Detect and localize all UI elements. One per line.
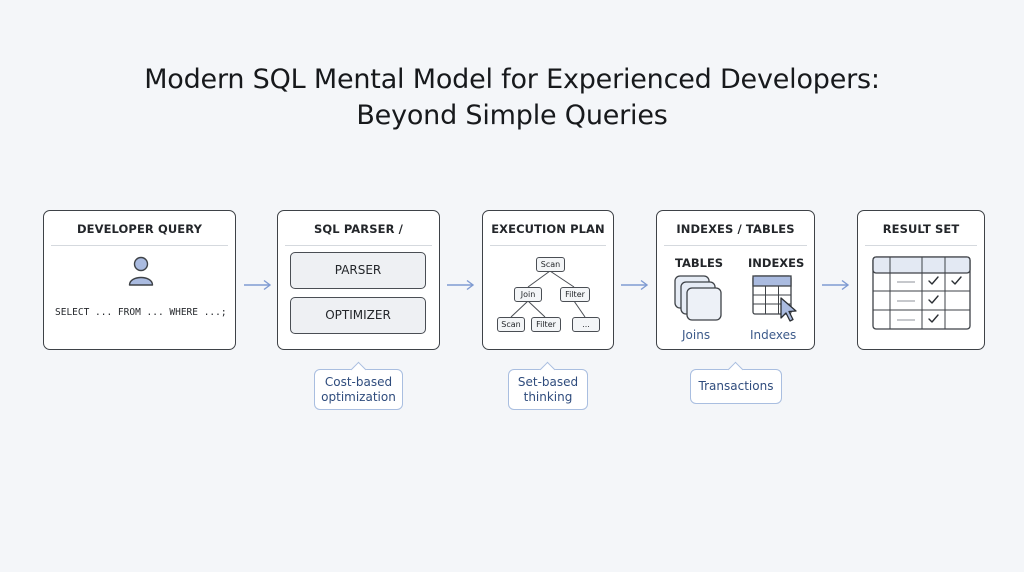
plan-node-scan-root: Scan (536, 257, 565, 272)
flow-arrow-icon (822, 279, 850, 291)
query-code: SELECT ... FROM ... WHERE ...; (55, 307, 227, 318)
developer-query-panel: DEVELOPER QUERY SELECT ... FROM ... WHER… (43, 210, 236, 350)
indexes-caption: Indexes (750, 328, 797, 342)
plan-node-scan-leaf: Scan (497, 317, 525, 332)
tables-label: TABLES (675, 256, 724, 270)
flow-arrow-icon (244, 279, 272, 291)
callout-text: Set-based thinking (517, 374, 579, 404)
transactions-callout: Transactions (690, 361, 782, 404)
plan-node-more: ... (572, 317, 600, 332)
parser-optimizer-panel: SQL PARSER / OPTIMIZER PARSER OPTIMIZER (277, 210, 440, 350)
callout-notch (727, 361, 744, 378)
panel-title: RESULT SET (865, 211, 977, 246)
plan-node-filter: Filter (560, 287, 590, 302)
title-line-1: Modern SQL Mental Model for Experienced … (144, 64, 880, 95)
title-line-2: Beyond Simple Queries (356, 100, 668, 131)
indexes-label: INDEXES (748, 256, 805, 270)
joins-caption: Joins (682, 328, 711, 342)
panel-title: SQL PARSER / OPTIMIZER (285, 211, 432, 272)
index-grid-icon (752, 275, 797, 322)
plan-tree-connectors (510, 270, 586, 318)
indexes-tables-panel: INDEXES / TABLES TABLES INDEXES Joins In… (656, 210, 815, 350)
panel-title: INDEXES / TABLES (664, 211, 807, 246)
callout-text: Transactions (698, 379, 774, 393)
parser-stage: PARSER (290, 252, 426, 289)
panel-title: DEVELOPER QUERY (51, 211, 228, 246)
set-based-thinking-callout: Set-based thinking (508, 361, 588, 410)
flow-arrow-icon (447, 279, 475, 291)
stacked-tables-icon (674, 275, 722, 321)
user-icon (128, 256, 154, 286)
cost-based-optimization-callout: Cost-based optimization (314, 361, 403, 410)
optimizer-stage: OPTIMIZER (290, 297, 426, 334)
callout-text: Cost-based optimization (321, 374, 396, 404)
panel-title: EXECUTION PLAN (490, 211, 606, 246)
plan-node-join: Join (514, 287, 542, 302)
plan-node-filter-leaf: Filter (531, 317, 561, 332)
result-set-panel: RESULT SET (857, 210, 985, 350)
result-grid-icon (872, 256, 971, 330)
execution-plan-panel: EXECUTION PLAN Scan Join Filter Scan Fil… (482, 210, 614, 350)
page-title: Modern SQL Mental Model for Experienced … (0, 62, 1024, 134)
flow-arrow-icon (621, 279, 649, 291)
